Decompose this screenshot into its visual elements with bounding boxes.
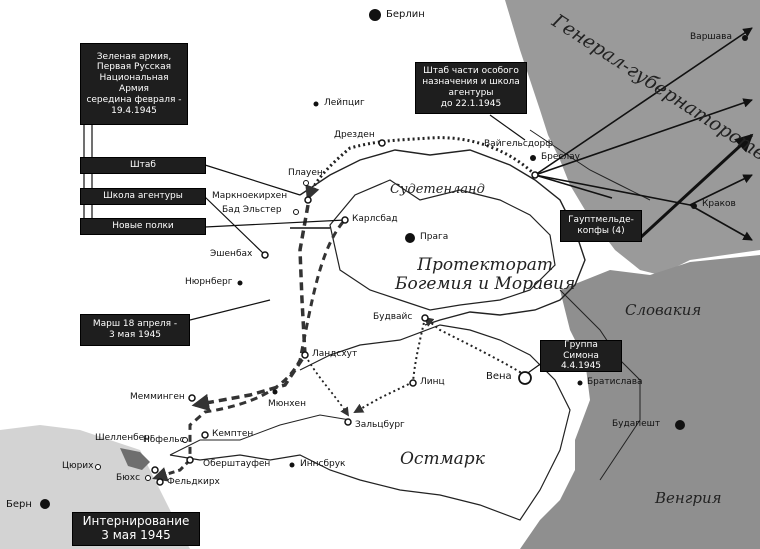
city-label-vaigelsdorf: Вайгельсдорф: [484, 139, 553, 149]
city-label-warsaw: Варшава: [690, 32, 732, 42]
region-slovakia: Словакия: [625, 301, 702, 319]
city-label-karlsbad: Карлсбад: [352, 214, 398, 224]
city-label-breslau: Бреслау: [541, 152, 580, 162]
city-label-bern: Берн: [6, 499, 32, 510]
route-dotted-north: [305, 136, 537, 201]
city-label-linz: Линц: [420, 377, 445, 387]
city-label-oberstaufen: Оберштауфен: [203, 459, 271, 469]
city-label-budweis: Будвайс: [373, 312, 413, 322]
city-label-buchs: Бюхс: [116, 473, 141, 483]
region-ostmark: Остмарк: [400, 449, 485, 469]
box-green-army: Зеленая армия, Первая Русская Национальн…: [80, 43, 188, 125]
route-march-3: [152, 458, 192, 482]
region-protectorate: Протекторат Богемия и Моравия: [395, 255, 576, 294]
city-label-eschenbach: Эшенбах: [210, 249, 253, 259]
border-east: [559, 289, 641, 481]
city-label-prague: Прага: [420, 232, 449, 242]
city-label-leipzig: Лейпциг: [324, 98, 365, 108]
box-gauptmelde: Гауптмельде- копфы (4): [560, 210, 642, 242]
city-label-budapest: Будапешт: [612, 419, 661, 429]
box-agent-school: Школа агентуры: [80, 188, 206, 205]
box-march: Марш 18 апреля - 3 мая 1945: [80, 314, 190, 346]
city-label-zurich: Цюрих: [62, 461, 94, 471]
city-label-schellenberg: Шелленберг: [95, 433, 155, 443]
route-march-2: [188, 221, 345, 460]
city-label-dresden: Дрезден: [334, 130, 375, 140]
route-simon-2: [353, 317, 426, 413]
city-label-nofels: Нофельс: [143, 435, 185, 445]
city-label-innsbruck: Иннсбрук: [300, 459, 346, 469]
city-label-vienna: Вена: [486, 371, 512, 382]
route-simon-3: [307, 359, 349, 417]
city-label-munich: Мюнхен: [268, 399, 306, 409]
region-sudetenland: Судетенланд: [390, 182, 485, 197]
city-label-berlin: Берлин: [386, 9, 425, 20]
city-label-landshut: Ландсхут: [312, 349, 358, 359]
box-new-regiments: Новые полки: [80, 218, 206, 235]
city-label-markneukirchen: Маркноекирхен: [212, 191, 288, 201]
city-label-salzburg: Зальцбург: [355, 420, 405, 430]
border-poland: [529, 129, 651, 201]
city-label-kempten: Кемптен: [212, 429, 254, 439]
box-simon-group: Группа Симона 4.4.1945: [540, 340, 622, 372]
border-south: [169, 414, 351, 456]
city-label-nuremberg: Нюрнберг: [185, 277, 233, 287]
city-label-plauen: Плауен: [288, 168, 323, 178]
box-hq: Штаб: [80, 157, 206, 174]
city-label-krakow: Краков: [702, 199, 736, 209]
city-label-bad-elster: Бад Эльстер: [222, 205, 282, 215]
box-special-hq: Штаб части особого назначения и школа аг…: [415, 62, 527, 114]
region-liechtenstein: [120, 448, 150, 470]
region-hungary: Венгрия: [655, 489, 722, 507]
leader-lines: [83, 114, 554, 376]
city-label-bratislava: Братислава: [587, 377, 643, 387]
solid-routes: [290, 27, 754, 241]
route-simon: [423, 316, 526, 376]
border-ostmark: [169, 324, 571, 521]
border-protectorate: [329, 179, 556, 311]
city-label-memmingen: Мемминген: [130, 392, 185, 402]
box-internment: Интернирование 3 мая 1945: [72, 512, 200, 546]
city-label-feldkirch: Фельдкирх: [167, 477, 220, 487]
city-dots: [40, 9, 748, 509]
